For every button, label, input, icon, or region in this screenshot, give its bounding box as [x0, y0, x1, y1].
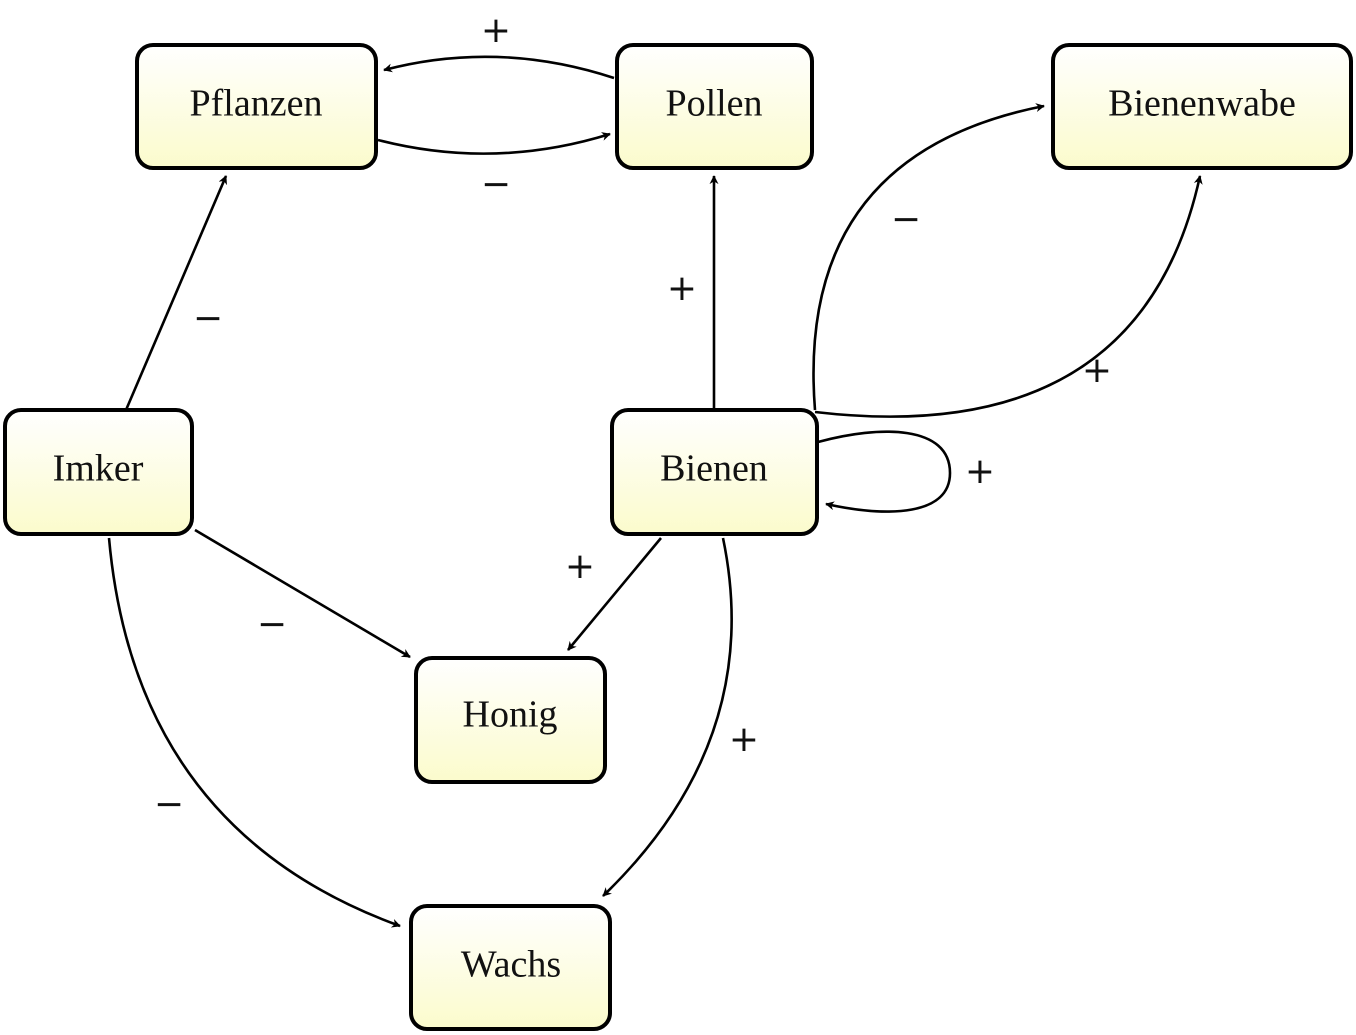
node-bienenwabe: Bienenwabe — [1051, 43, 1353, 170]
node-label-imker: Imker — [53, 448, 144, 490]
node-imker: Imker — [3, 408, 194, 536]
node-pollen: Pollen — [615, 43, 814, 170]
edge-pflanzen-to-pollen — [377, 132, 611, 155]
sign-bienen-wachs: + — [729, 719, 759, 760]
sign-imker-wachs: − — [154, 784, 184, 825]
edge-imker-to-pflanzen — [124, 175, 228, 411]
edge-bienen-to-bienenwabe-minus — [812, 103, 1045, 411]
edge-bienen-to-bienenwabe-plus — [814, 175, 1203, 418]
sign-pollen-pflanzen: + — [481, 10, 511, 51]
node-label-wachs: Wachs — [461, 944, 561, 986]
node-wachs: Wachs — [409, 904, 612, 1031]
sign-imker-pflanzen: − — [193, 298, 223, 339]
edge-imker-to-honig — [194, 528, 411, 659]
sign-pflanzen-pollen: − — [481, 164, 511, 205]
node-label-bienenwabe: Bienenwabe — [1108, 83, 1296, 125]
node-honig: Honig — [414, 656, 607, 784]
node-label-pflanzen: Pflanzen — [190, 83, 323, 125]
sign-bienen-pollen: + — [667, 268, 697, 309]
edge-bienen-self-loop — [817, 430, 952, 513]
sign-bienen-bienenwabe-plus: + — [1082, 350, 1112, 391]
edge-imker-to-wachs — [107, 537, 401, 928]
node-label-honig: Honig — [463, 694, 558, 736]
node-label-pollen: Pollen — [665, 83, 762, 125]
edge-signs: + − − + − + + + − + − — [154, 10, 1112, 825]
node-label-bienen: Bienen — [660, 448, 768, 490]
sign-bienen-bienenwabe-minus: − — [891, 199, 921, 240]
edge-pollen-to-pflanzen — [383, 55, 615, 80]
sign-bienen-self-loop: + — [965, 451, 995, 492]
node-pflanzen: Pflanzen — [135, 43, 378, 170]
sign-imker-honig: − — [257, 604, 287, 645]
edge-bienen-to-honig — [566, 537, 663, 651]
node-bienen: Bienen — [610, 408, 819, 536]
edges — [107, 55, 1203, 928]
edge-bienen-to-wachs — [602, 537, 733, 897]
sign-bienen-honig: + — [565, 546, 595, 587]
